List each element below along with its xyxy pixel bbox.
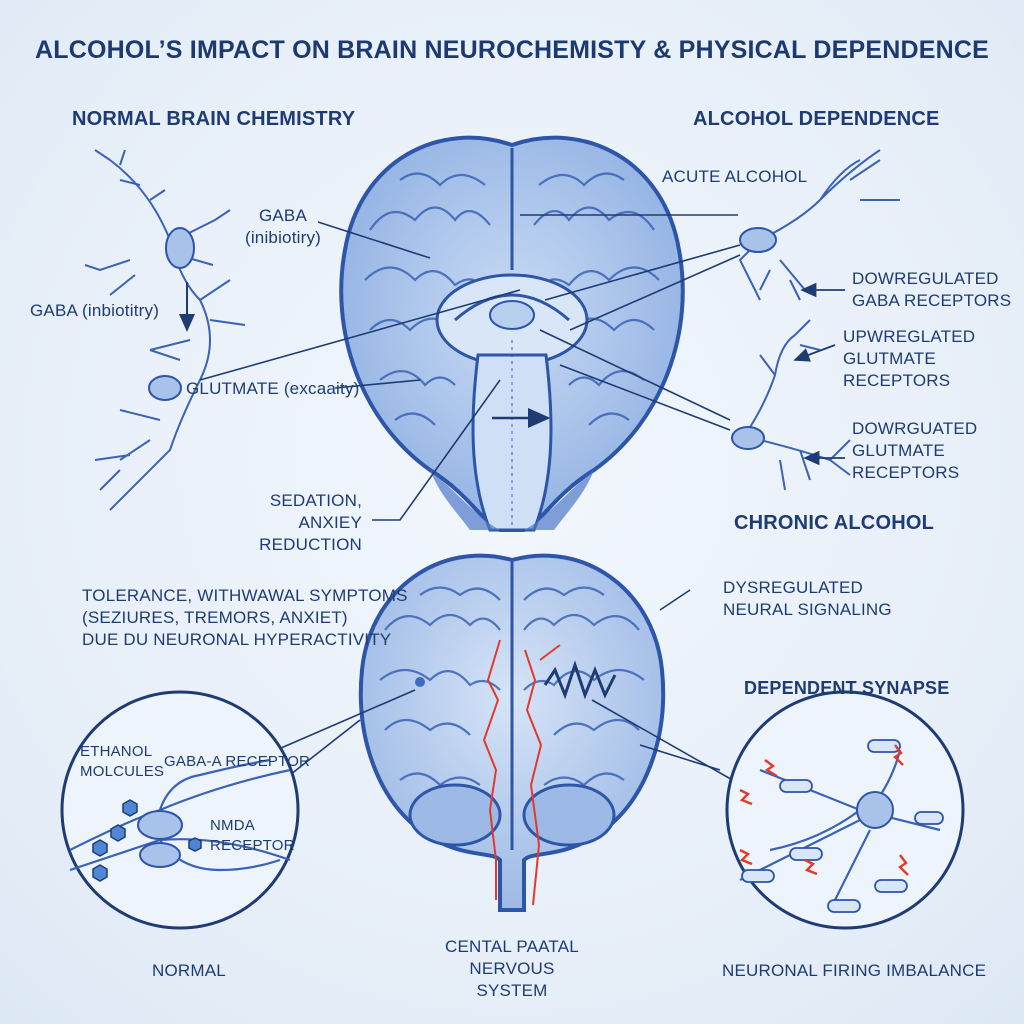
nmda-receptor-label: NMDA RECEPTOR [210, 816, 295, 856]
page-title: ALCOHOL’S IMPACT ON BRAIN NEUROCHEMISTY … [35, 36, 989, 64]
neuronal-firing-imbalance-caption: NEURONAL FIRING IMBALANCE [722, 961, 987, 980]
nmda-line1: NMDA [210, 817, 255, 834]
ethanol-line2: MOLCULES [80, 763, 165, 780]
upregulated-glutamate-line1: UPWREGLATED [843, 327, 976, 346]
tolerance-line3: DUE DU NEURONAL HYPERACTIVITY [82, 630, 392, 649]
downregulated-gaba-line1: DOWREGULATED [852, 269, 999, 288]
nmda-line2: RECEPTOR [210, 837, 295, 854]
downregulated-glutamate-line1: DOWRGUATED [852, 419, 978, 438]
alcohol-dependence-heading: ALCOHOL DEPENDENCE [693, 108, 940, 130]
gaba-brain-label-line1: GABA [258, 206, 308, 225]
glutamate-label: GLUTMATE (excaaity) [186, 379, 360, 398]
tolerance-label: TOLERANCE, WITHWAWAL SYMPTOMS (SEZIURES,… [82, 585, 408, 651]
downregulated-glutamate-line3: RECEPTORS [852, 463, 960, 482]
downregulated-glutamate-line2: GLUTMATE [852, 441, 945, 460]
dependent-synapse-heading: DEPENDENT SYNAPSE [744, 678, 950, 698]
tolerance-line1: TOLERANCE, WITHWAWAL SYMPTOMS [82, 586, 408, 605]
chronic-alcohol-label: CHRONIC ALCOHOL [734, 512, 935, 534]
bottom-brain [358, 553, 666, 912]
ethanol-molecules-label: ETHANOL MOLCULES [80, 742, 164, 782]
right-neuron-upper [738, 149, 900, 301]
upregulated-glutamate-label: UPWREGLATED GLUTMATE RECEPTORS [843, 326, 975, 392]
downregulated-gaba-label: DOWREGULATED GABA RECEPTORS [852, 268, 1011, 312]
cns-caption: CENTAL PAATAL NERVOUS SYSTEM [432, 936, 592, 1002]
gaba-side-label: GABA (inbiotitry) [30, 301, 160, 320]
left-neuron-top-soma [165, 227, 195, 269]
ethanol-line1: ETHANOL [80, 743, 153, 760]
tolerance-line2: (SEZIURES, TREMORS, ANXIET) [82, 608, 348, 627]
top-connector-lines [199, 214, 741, 521]
dependent-synapse-inset [725, 690, 965, 930]
right-callout-arrows [793, 282, 845, 466]
sedation-label-line2: ANXIEY REDUCTION [259, 513, 362, 554]
gaba-a-receptor-label: GABA-A RECEPTOR [164, 753, 311, 770]
upregulated-glutamate-line2: GLUTMATE [843, 349, 936, 368]
dysregulated-line1: DYSREGULATED [723, 578, 864, 597]
downregulated-gaba-line2: GABA RECEPTORS [852, 291, 1012, 310]
dysregulated-label: DYSREGULATED NEURAL SIGNALING [723, 577, 892, 621]
acute-alcohol-label: ACUTE ALCOHOL [662, 167, 808, 186]
sedation-label-line1: SEDATION, [269, 491, 362, 510]
cns-line1: CENTAL PAATAL [445, 937, 579, 956]
normal-synapse-inset [60, 690, 300, 930]
right-neuron-lower-soma [731, 426, 765, 450]
gaba-brain-label-line2: (inibiotiry) [244, 228, 322, 247]
sedation-label: SEDATION, ANXIEY REDUCTION [222, 490, 362, 556]
dysregulated-line2: NEURAL SIGNALING [723, 600, 892, 619]
cns-line2: NERVOUS SYSTEM [469, 959, 555, 1000]
normal-brain-chemistry-heading: NORMAL BRAIN CHEMISTRY [72, 108, 356, 130]
downregulated-glutamate-label: DOWRGUATED GLUTMATE RECEPTORS [852, 418, 977, 484]
gaba-brain-label: GABA (inibiotiry) [228, 205, 338, 249]
normal-caption: NORMAL [152, 961, 226, 980]
left-neuron-pair [84, 149, 246, 511]
right-neuron-upper-soma [739, 227, 777, 253]
top-brain-cross-section [339, 135, 685, 532]
left-neuron-bottom-soma [148, 375, 182, 401]
upregulated-glutamate-line3: RECEPTORS [843, 371, 951, 390]
